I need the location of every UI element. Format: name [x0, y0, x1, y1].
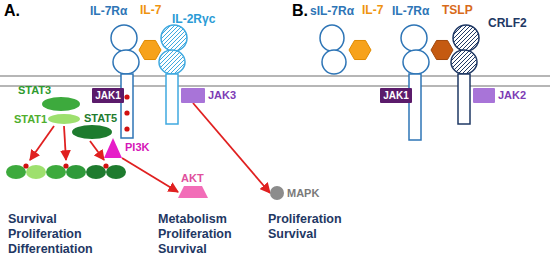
trapezoid-shape — [178, 186, 208, 198]
kinase-box: JAK1 — [92, 88, 124, 103]
outcome-text: Survival Proliferation Differentiation — [8, 212, 93, 256]
label-holder: CRLF2 — [488, 16, 527, 30]
node-label: AKT — [181, 172, 204, 184]
receptor-name: IL-7Rα — [90, 4, 127, 18]
node-label: JAK3 — [208, 89, 236, 101]
node-outline — [178, 186, 208, 198]
node-label: STAT5 — [84, 112, 117, 124]
ellipse-shape — [72, 125, 112, 139]
receptor-name: CRLF2 — [488, 16, 527, 30]
label-holder: IL-7Rα — [392, 4, 429, 18]
receptor-name: sIL-7Rα — [310, 4, 354, 18]
node-label: PI3K — [125, 141, 149, 153]
rect-shape — [92, 88, 124, 103]
label-holder: A. — [4, 2, 20, 21]
label-holder: sIL-7Rα — [310, 4, 354, 18]
crlf2-chain — [451, 25, 479, 124]
node-outline — [473, 88, 495, 103]
stat-dimers — [6, 163, 126, 179]
label-holder: Metabolism Proliferation Survival — [158, 212, 232, 256]
node-label: MAPK — [287, 187, 319, 199]
node-outline — [48, 114, 80, 124]
node-outline — [431, 39, 453, 61]
node-outline — [72, 125, 112, 139]
node-label: STAT3 — [18, 84, 51, 96]
node-label: JAK1 — [383, 90, 409, 101]
soluble-il7r-alpha — [320, 25, 346, 74]
receptor-name: IL-7Rα — [392, 4, 429, 18]
node-label: IL-7 — [140, 4, 161, 17]
node-label: IL-7 — [362, 4, 383, 17]
akt-trapezoid: AKT — [178, 186, 208, 198]
label-holder: Proliferation Survival — [268, 212, 342, 242]
signal-arrow — [122, 158, 178, 192]
ellipse-shape — [48, 114, 80, 124]
label-holder: B. — [292, 2, 308, 21]
label-holder: IL-7Rα — [90, 4, 127, 18]
node-outline — [139, 39, 161, 61]
node-outline — [104, 138, 122, 158]
hexagon-shape — [139, 40, 161, 59]
kinase-box: JAK2 — [473, 88, 495, 103]
receptor-name: IL-2Rγc — [172, 12, 215, 26]
label-holder: IL-2Rγc — [172, 12, 215, 26]
triangle-shape — [104, 138, 122, 158]
node-label: JAK2 — [498, 89, 526, 101]
rect-shape — [181, 88, 205, 103]
node-outline — [181, 88, 205, 103]
kinase-box: JAK3 — [181, 88, 205, 103]
hexagon-shape — [431, 40, 453, 59]
node-outline — [270, 186, 284, 200]
stat-protein: STAT1 — [48, 114, 80, 124]
rect-shape — [473, 88, 495, 103]
ligand-hexagon: IL-7 — [349, 39, 371, 61]
rect-shape — [380, 88, 412, 103]
label-holder: Survival Proliferation Differentiation — [8, 212, 93, 256]
kinase-box: JAK1 — [380, 88, 412, 103]
node-label: TSLP — [442, 4, 473, 17]
il7r-alpha-chain-b — [401, 25, 429, 140]
signal-arrow — [193, 103, 270, 193]
hexagon-shape — [349, 40, 371, 59]
pi3k-triangle: PI3K — [104, 138, 122, 158]
panel-letter: A. — [4, 2, 20, 21]
stat-protein: STAT3 — [42, 97, 80, 111]
node-outline — [42, 97, 80, 111]
node-label: STAT1 — [14, 113, 47, 125]
node-outline — [349, 39, 371, 61]
panel-letter: B. — [292, 2, 308, 21]
outcome-text: Proliferation Survival — [268, 212, 342, 242]
circle-shape — [270, 186, 284, 200]
ligand-hexagon: IL-7 — [139, 39, 161, 61]
ellipse-shape — [42, 97, 80, 111]
mapk-circle: MAPK — [270, 186, 284, 200]
outcome-text: Metabolism Proliferation Survival — [158, 212, 232, 256]
il2r-gamma-chain — [159, 25, 187, 124]
node-label: JAK1 — [95, 90, 121, 101]
stat-protein: STAT5 — [72, 125, 112, 139]
ligand-hexagon: TSLP — [431, 39, 453, 61]
